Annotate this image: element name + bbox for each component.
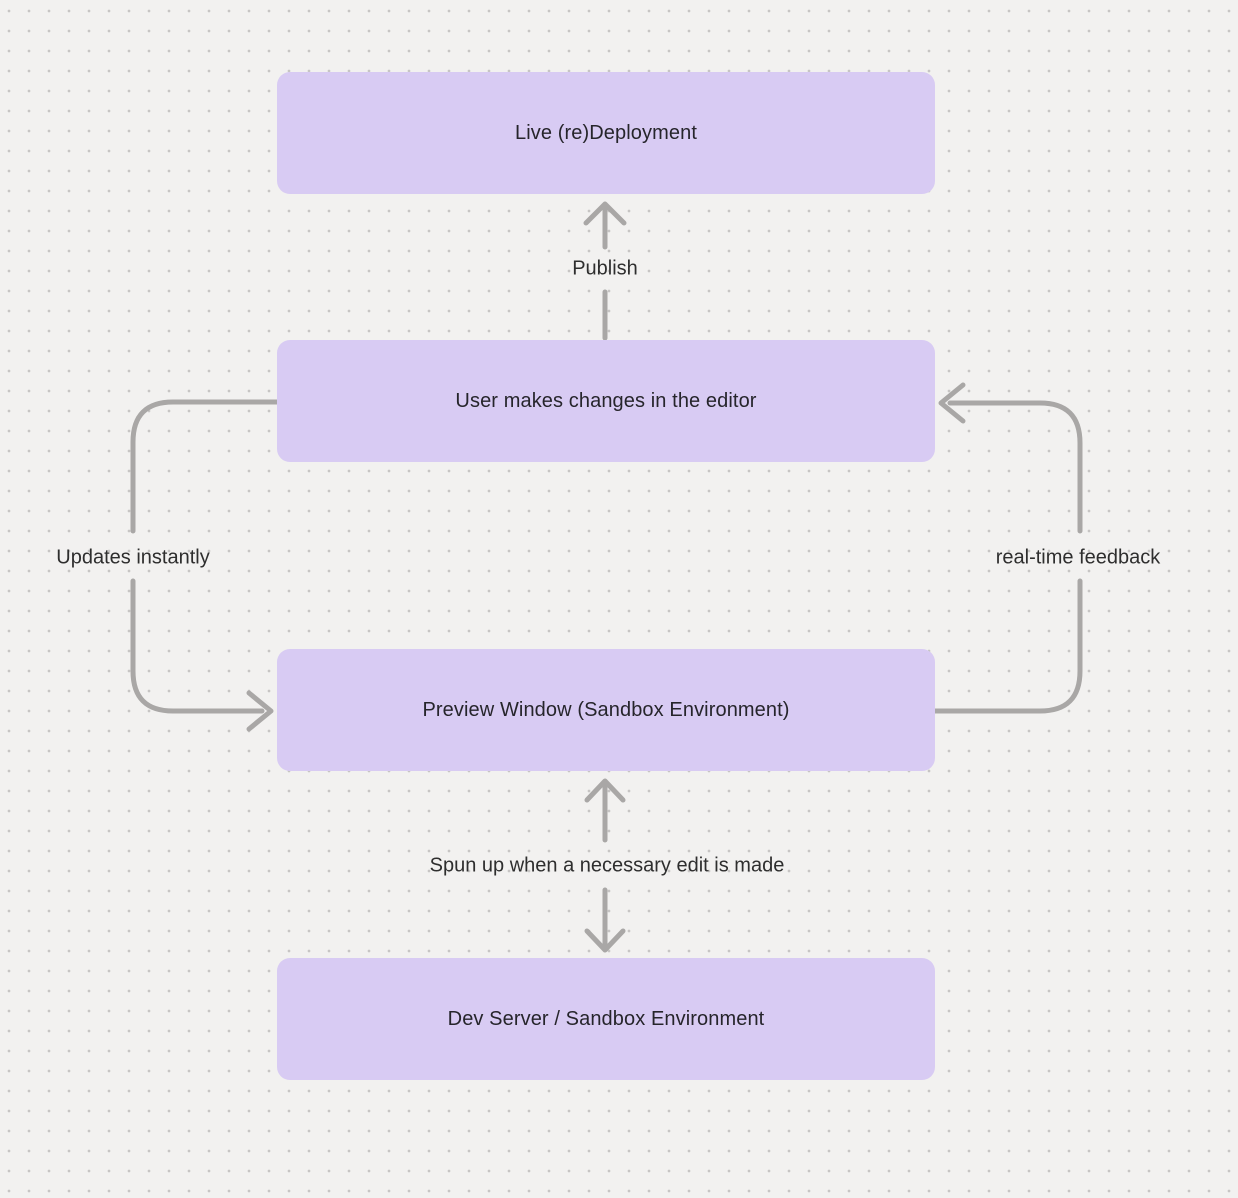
edge-updates-upper-segment — [130, 399, 280, 534]
edge-publish-arrow[interactable] — [583, 201, 627, 341]
node-dev-server-label: Dev Server / Sandbox Environment — [447, 1007, 765, 1030]
node-preview-window-label: Preview Window (Sandbox Environment) — [422, 698, 790, 721]
arrowhead-up-icon — [583, 201, 627, 226]
edge-spun-up-arrow[interactable] — [584, 778, 626, 953]
arrowhead-left-icon — [938, 382, 966, 424]
edge-feedback-upper-segment — [947, 400, 1083, 534]
edge-feedback-lower-segment — [932, 578, 1083, 714]
edge-real-time-feedback-arrow[interactable] — [932, 382, 1083, 714]
node-live-deployment-label: Live (re)Deployment — [515, 121, 697, 144]
arrowhead-right-icon — [246, 690, 274, 732]
edge-label-publish: Publish — [572, 257, 638, 280]
node-dev-server[interactable]: Dev Server / Sandbox Environment — [277, 958, 935, 1080]
edge-updates-lower-segment — [130, 578, 265, 714]
edge-label-updates-instantly: Updates instantly — [56, 546, 210, 569]
edge-label-real-time-feedback: real-time feedback — [995, 546, 1161, 569]
node-preview-window[interactable]: Preview Window (Sandbox Environment) — [277, 649, 935, 771]
node-editor-label: User makes changes in the editor — [455, 389, 757, 412]
edge-updates-instantly-arrow[interactable] — [130, 399, 280, 732]
arrowhead-down-icon — [584, 928, 626, 953]
node-editor[interactable]: User makes changes in the editor — [277, 340, 935, 462]
edge-label-spun-up: Spun up when a necessary edit is made — [429, 854, 785, 877]
node-live-deployment[interactable]: Live (re)Deployment — [277, 72, 935, 194]
arrowhead-up-icon — [584, 778, 626, 803]
